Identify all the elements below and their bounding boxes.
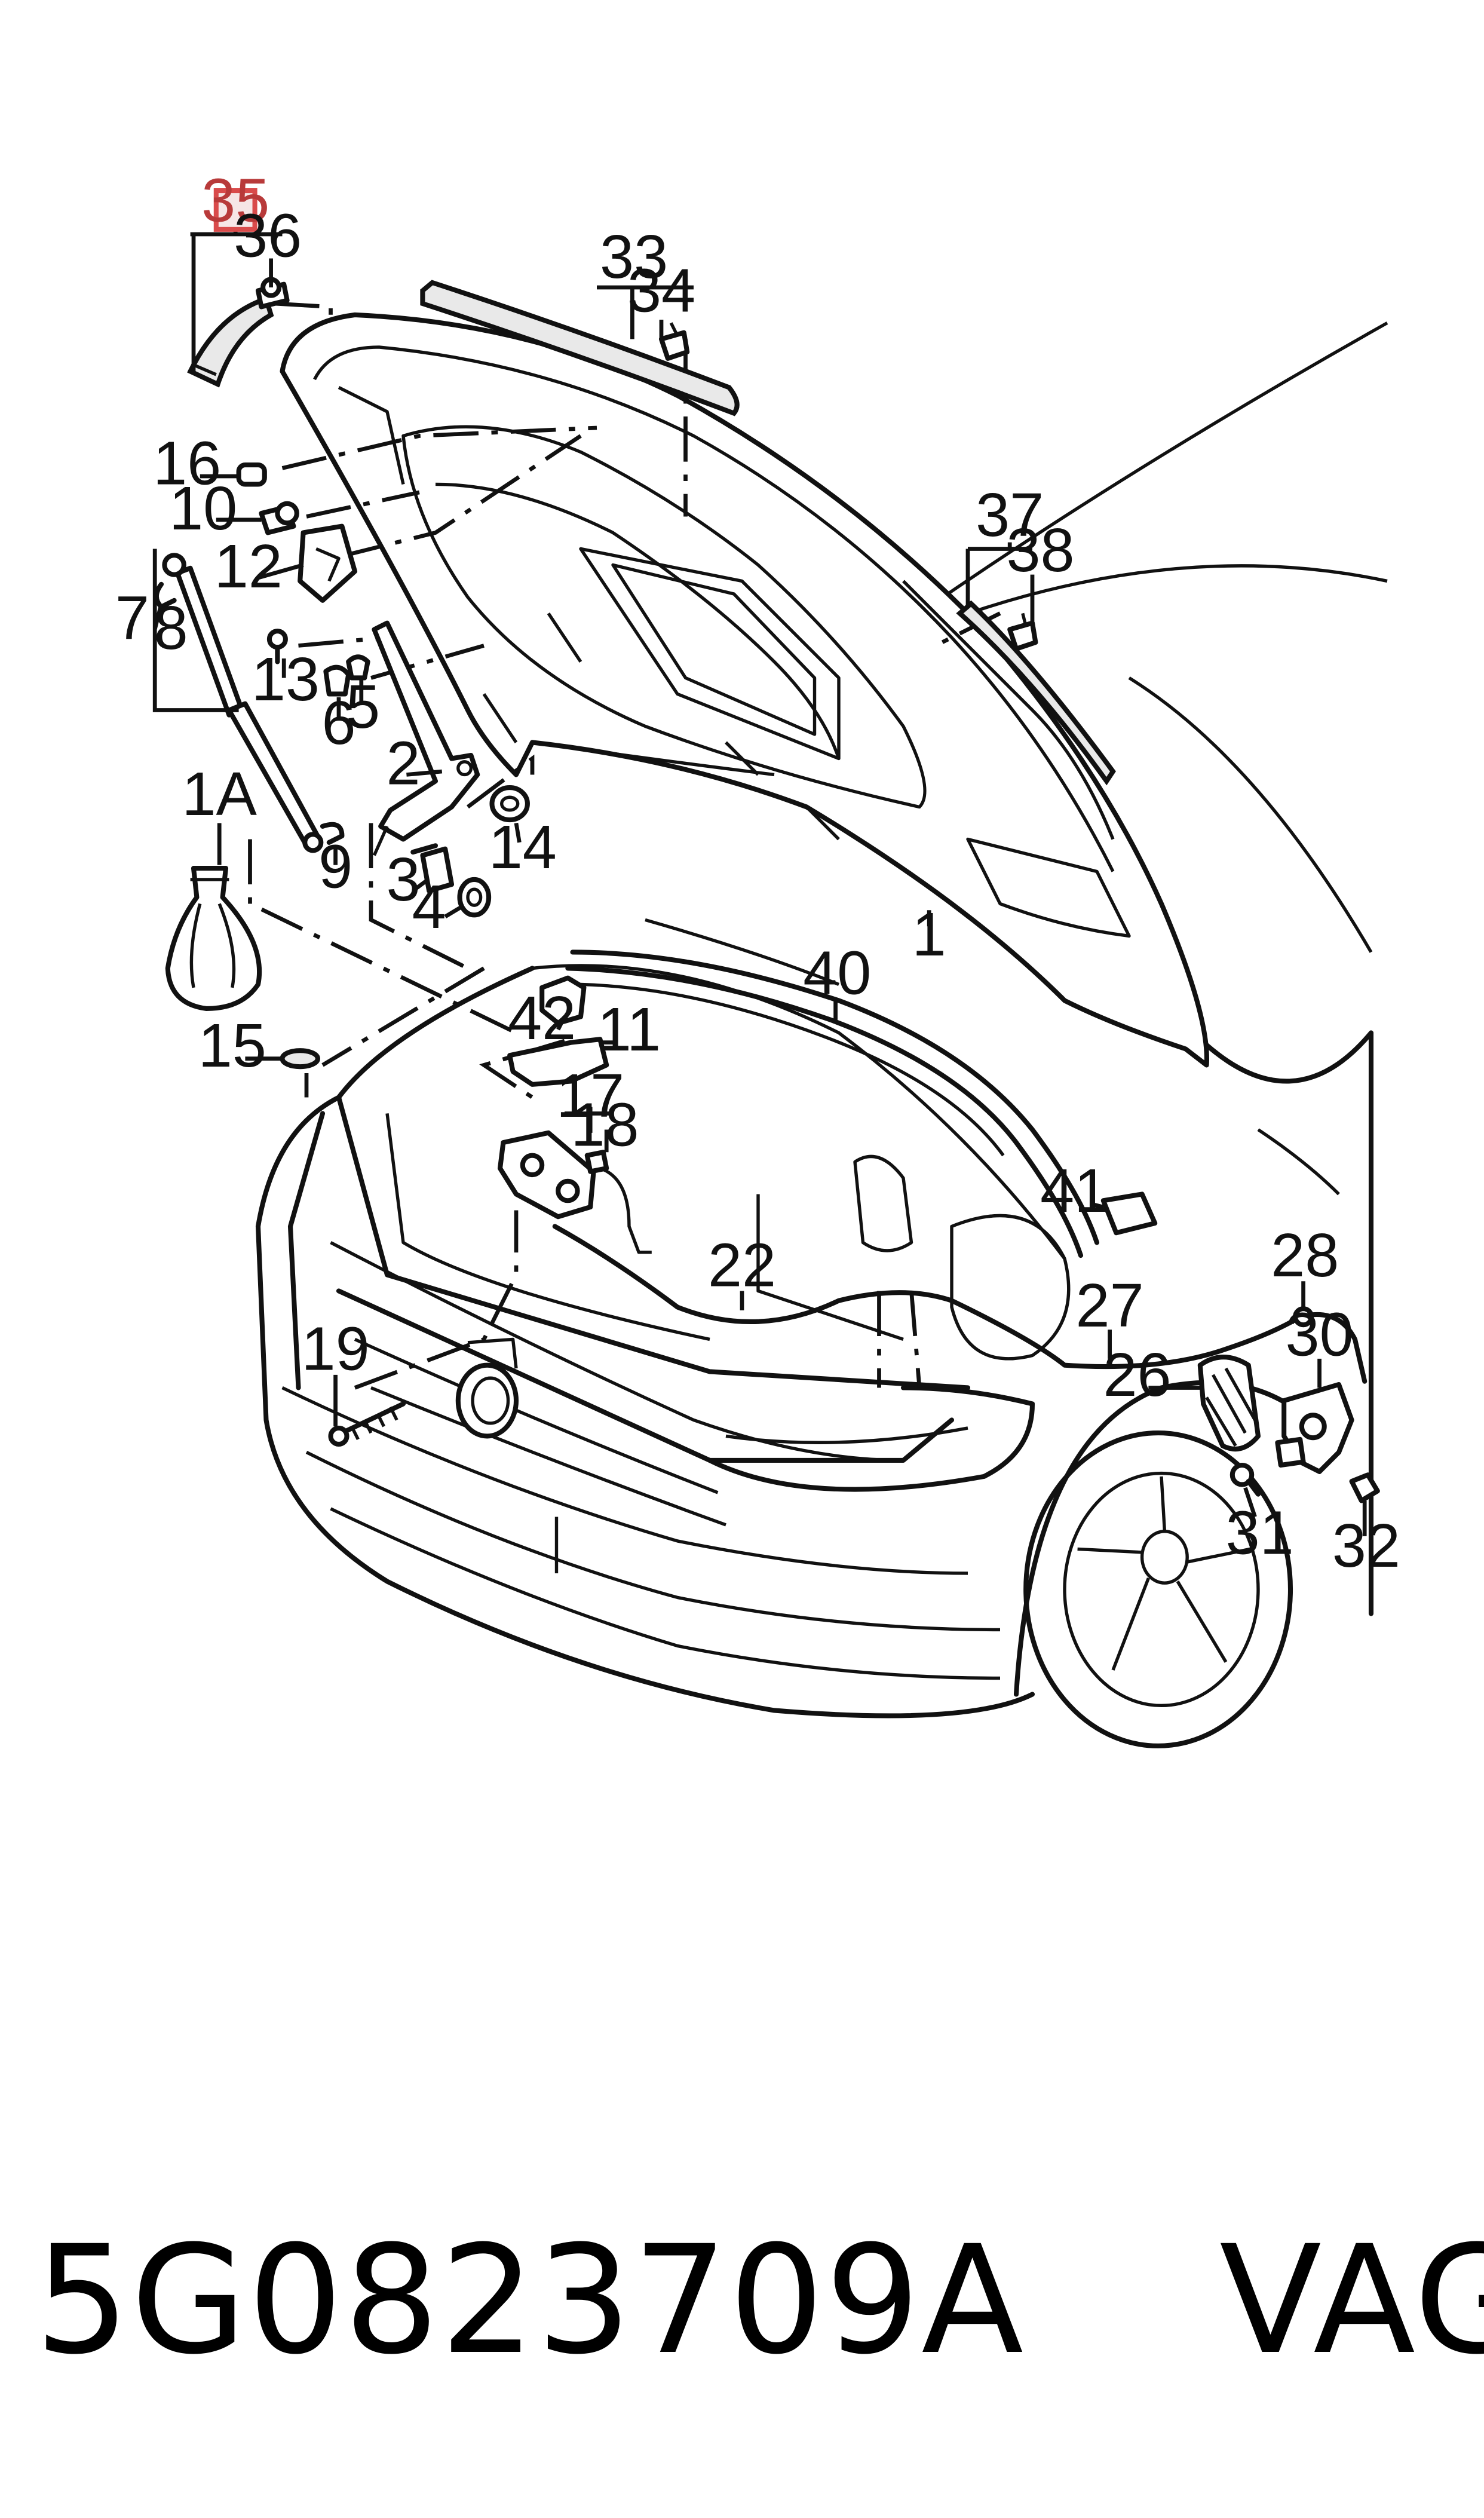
part-5-buffer: [346, 654, 370, 681]
highlight-box-35: [213, 188, 257, 232]
callout-16[interactable]: 16: [153, 428, 221, 497]
callout-9[interactable]: 9: [318, 832, 352, 900]
part-19-bolt: [328, 1401, 406, 1447]
callout-33[interactable]: 33: [600, 222, 668, 291]
part-10-buffer: [259, 501, 299, 535]
part-9-clip: [320, 822, 345, 845]
tow-eye-cover: [455, 1337, 519, 1439]
hood-panel: [280, 312, 1209, 1068]
callout-32[interactable]: 32: [1332, 1511, 1400, 1580]
callout-labels: 35 36 33 34 37 38 16 10 12 7 8 13 6 5 2 …: [115, 166, 1400, 1580]
callout-30[interactable]: 30: [1286, 1300, 1354, 1368]
part-15-grommet: [280, 1048, 320, 1070]
part-4-nut: [457, 877, 492, 918]
callout-1A[interactable]: 1A: [182, 759, 257, 828]
callout-3[interactable]: 3: [386, 845, 420, 914]
callout-14[interactable]: 14: [489, 813, 557, 881]
footer-separator: [1025, 2213, 1219, 2387]
part-11-bracket: [507, 1037, 609, 1087]
callout-41[interactable]: 41: [1040, 1156, 1108, 1225]
part-38-clip: [1007, 612, 1038, 651]
part-number-footer: 5G0823709A VAG: [35, 2211, 1484, 2390]
seal-37: [956, 600, 1116, 786]
callout-5[interactable]: 5: [346, 672, 380, 741]
part-32-clip: [1349, 1472, 1380, 1503]
seal-33: [420, 280, 740, 416]
callout-1[interactable]: 1: [912, 900, 946, 969]
callout-10[interactable]: 10: [169, 474, 237, 543]
callout-28[interactable]: 28: [1271, 1221, 1339, 1289]
part-42-bracket: [539, 975, 587, 1026]
part-16-bump-stop: [236, 462, 267, 487]
part-35-trim: [187, 295, 274, 388]
callout-26[interactable]: 26: [1103, 1340, 1171, 1409]
callout-11[interactable]: 11: [597, 995, 661, 1064]
part-6-buffer: [323, 664, 351, 697]
part-number-text: 5G0823709A: [35, 2213, 1025, 2387]
seal-40: [565, 949, 1100, 1258]
part-18-switch: [584, 1150, 652, 1254]
callout-6[interactable]: 6: [321, 688, 355, 757]
callout-27[interactable]: 27: [1076, 1271, 1144, 1340]
callout-40[interactable]: 40: [803, 939, 871, 1007]
callout-35[interactable]: 35: [201, 166, 269, 234]
callout-22[interactable]: 22: [708, 1230, 776, 1299]
callout-15[interactable]: 15: [198, 1011, 266, 1080]
brand-text: VAG: [1219, 2213, 1484, 2387]
callout-13[interactable]: 13: [252, 645, 320, 713]
part-34-clip: [658, 322, 690, 361]
callout-18[interactable]: 18: [571, 1090, 639, 1159]
part-26-release-handle: [1197, 1355, 1261, 1452]
part-17-hood-lock: [497, 1130, 596, 1220]
part-2-hinge: [372, 620, 480, 856]
part-3-bolt: [410, 843, 455, 893]
callout-37[interactable]: 37: [976, 480, 1044, 549]
callout-42[interactable]: 42: [508, 984, 576, 1052]
part-22-27-release-cable: [552, 1224, 1368, 1384]
callout-38[interactable]: 38: [1006, 516, 1074, 584]
callout-8[interactable]: 8: [154, 593, 188, 662]
callout-17[interactable]: 17: [556, 1061, 624, 1130]
callout-7[interactable]: 7: [115, 584, 149, 653]
car-body-outline: [255, 321, 1388, 1748]
callout-4[interactable]: 4: [412, 872, 446, 941]
part-1A-grease-bag: [165, 866, 262, 1011]
part-7-gas-strut: [162, 553, 324, 853]
part-41-bracket: [1100, 1191, 1158, 1236]
part-14-washer: [489, 785, 530, 823]
callout-2[interactable]: 2: [386, 729, 420, 798]
part-13-bolt: [266, 629, 288, 664]
part-12-striker: [298, 523, 358, 603]
callout-31[interactable]: 31: [1226, 1499, 1294, 1567]
callout-36[interactable]: 36: [234, 201, 302, 270]
callout-34[interactable]: 34: [627, 256, 695, 325]
part-30-lever: [1275, 1382, 1354, 1474]
part-31-screw: [1229, 1463, 1261, 1497]
hood-parts-diagram: 35 36 33 34 37 38 16 10 12 7 8 13 6 5 2 …: [115, 166, 1400, 1748]
callout-12[interactable]: 12: [214, 532, 283, 601]
callout-19[interactable]: 19: [302, 1315, 370, 1383]
